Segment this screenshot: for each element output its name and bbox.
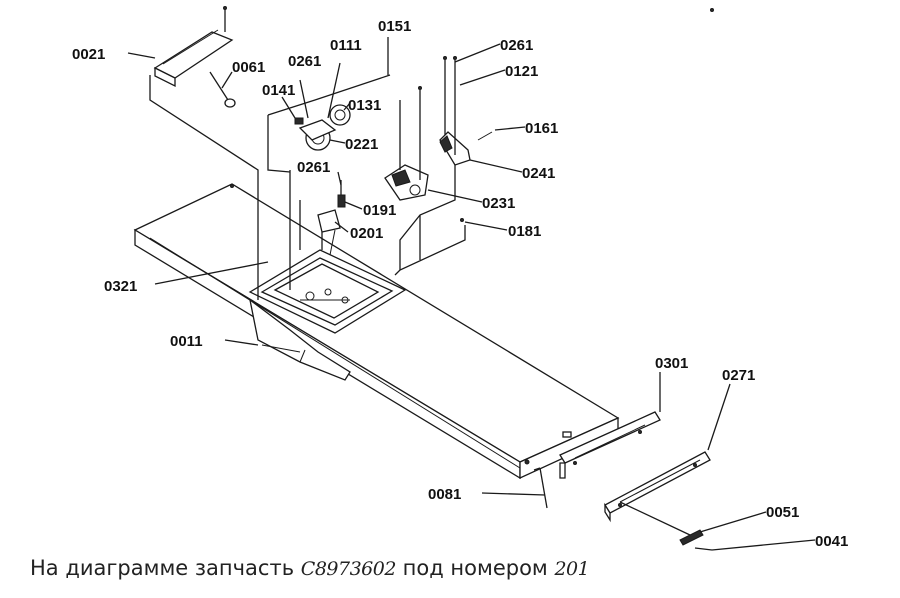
label-0201: 0201: [350, 225, 383, 242]
part-0241-switch: [439, 56, 493, 166]
part-0301-rail: [559, 411, 661, 479]
part-0061-screw: [209, 71, 236, 108]
under-housing: [249, 298, 351, 381]
part-0051-bar: [619, 501, 704, 546]
label-0271: 0271: [722, 367, 755, 384]
part-labels: 0021 0061 0141 0261 0111 0151 0131 0221 …: [72, 18, 848, 550]
part-0271-rail: [604, 451, 711, 523]
caption-middle: под номером: [402, 556, 548, 580]
label-0141: 0141: [262, 82, 295, 99]
assembly-guide-lines: [394, 165, 466, 276]
part-0021-handle: [153, 6, 234, 88]
label-0161: 0161: [525, 120, 558, 137]
label-0221: 0221: [345, 136, 378, 153]
leader-lines: [127, 37, 816, 551]
label-0191: 0191: [363, 202, 396, 219]
label-0021: 0021: [72, 46, 105, 63]
label-0181: 0181: [508, 223, 541, 240]
part-0041-bar: [694, 547, 713, 551]
label-0151: 0151: [378, 18, 411, 35]
label-0131: 0131: [348, 97, 381, 114]
caption-part-number: C8973602: [300, 558, 397, 580]
caption-prefix: На диаграмме запчасть: [30, 556, 295, 580]
label-0121: 0121: [505, 63, 538, 80]
main-top-panel: [133, 183, 620, 480]
label-0301: 0301: [655, 355, 688, 372]
part-0231-motor: [384, 86, 429, 201]
label-0261-upper: 0261: [288, 53, 321, 70]
part-0261-spring: [337, 180, 346, 208]
label-0241: 0241: [522, 165, 555, 182]
label-0321: 0321: [104, 278, 137, 295]
label-0041: 0041: [815, 533, 848, 550]
gear-assembly: [267, 74, 391, 173]
leader-0021-guide: [149, 75, 259, 300]
label-0261-middle: 0261: [297, 159, 330, 176]
tray-assembly: [248, 170, 407, 334]
part-0081-pin: [533, 467, 548, 509]
label-0011: 0011: [170, 333, 203, 350]
label-0261-right: 0261: [500, 37, 533, 54]
part-0201-bracket: [317, 209, 341, 250]
caption: На диаграмме запчасть C8973602 под номер…: [30, 556, 590, 580]
label-0051: 0051: [766, 504, 799, 521]
label-0111: 0111: [330, 37, 362, 54]
label-0231: 0231: [482, 195, 515, 212]
reference-dots: [460, 8, 714, 222]
label-0061: 0061: [232, 59, 265, 76]
label-0081: 0081: [428, 486, 461, 503]
caption-position-number: 201: [554, 558, 590, 580]
